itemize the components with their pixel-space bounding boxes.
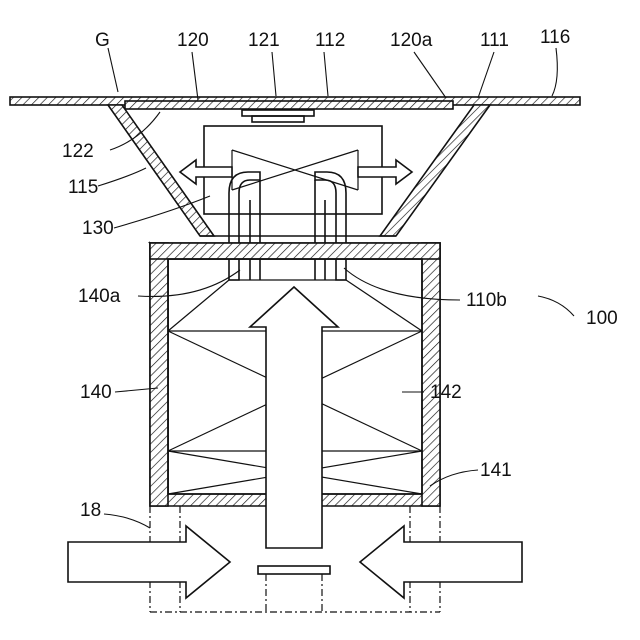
label-18: 18 [80, 500, 101, 521]
label-110b: 110b [466, 290, 507, 311]
label-130: 130 [82, 218, 114, 239]
label-141: 141 [480, 460, 512, 481]
label-111: 111 [480, 30, 509, 51]
label-115: 115 [68, 177, 98, 198]
label-121: 121 [248, 30, 280, 51]
funnel-walls [108, 105, 490, 236]
label-120a: 120a [390, 30, 433, 51]
label-122: 122 [62, 141, 94, 162]
leader-lines [98, 48, 574, 528]
label-140a: 140a [78, 286, 121, 307]
label-116: 116 [540, 27, 570, 48]
label-140: 140 [80, 382, 112, 403]
label-100: 100 [586, 308, 618, 329]
label-142: 142 [430, 382, 462, 403]
upflow-arrow [250, 287, 338, 548]
inner-plate [125, 101, 453, 122]
label-g: G [95, 30, 110, 51]
label-112: 112 [315, 30, 345, 51]
label-120: 120 [177, 30, 209, 51]
